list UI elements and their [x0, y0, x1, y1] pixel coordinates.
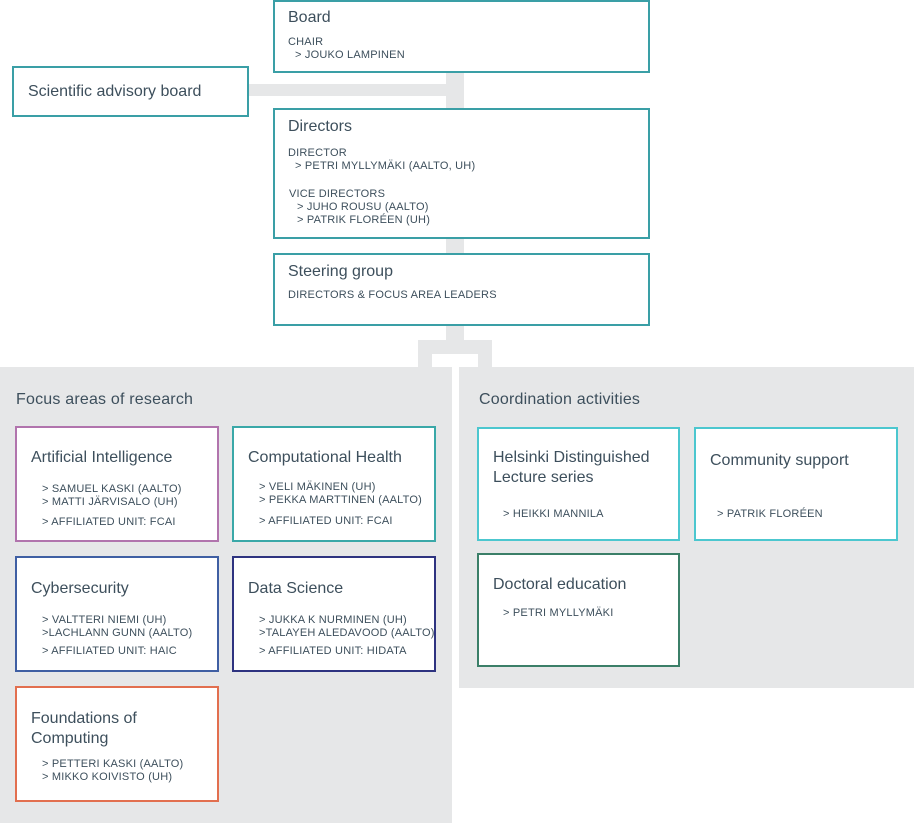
doctoral-person: > PETRI MYLLYMÄKI [503, 607, 614, 619]
board-title: Board [288, 9, 331, 26]
datasci-people-2: >TALAYEH ALEDAVOOD (AALTO) [259, 627, 435, 639]
directors-director-label: DIRECTOR [288, 147, 347, 159]
steering-box: Steering group DIRECTORS & FOCUS AREA LE… [273, 253, 650, 326]
community-title: Community support [710, 452, 849, 469]
directors-vice-1: > JUHO ROUSU (AALTO) [297, 201, 429, 213]
community-box: Community support > PATRIK FLORÉEN [694, 427, 898, 541]
foundations-people-1: > PETTERI KASKI (AALTO) [42, 758, 184, 770]
foundations-box: Foundations of Computing > PETTERI KASKI… [15, 686, 219, 802]
cyber-people-2: >LACHLANN GUNN (AALTO) [42, 627, 193, 639]
datasci-box: Data Science > JUKKA K NURMINEN (UH) >TA… [232, 556, 436, 672]
health-title: Computational Health [248, 449, 402, 466]
lecture-box: Helsinki Distinguished Lecture series > … [477, 427, 680, 541]
connector-advisory [248, 84, 448, 96]
ai-unit: > AFFILIATED UNIT: FCAI [42, 516, 176, 528]
datasci-people-1: > JUKKA K NURMINEN (UH) [259, 614, 407, 626]
advisory-box: Scientific advisory board [12, 66, 249, 117]
steering-members: DIRECTORS & FOCUS AREA LEADERS [288, 289, 497, 301]
datasci-unit: > AFFILIATED UNIT: HIDATA [259, 645, 407, 657]
cyber-people-1: > VALTTERI NIEMI (UH) [42, 614, 167, 626]
doctoral-box: Doctoral education > PETRI MYLLYMÄKI [477, 553, 680, 667]
lecture-person: > HEIKKI MANNILA [503, 508, 604, 520]
board-chair-label: CHAIR [288, 36, 324, 48]
ai-box: Artificial Intelligence > SAMUEL KASKI (… [15, 426, 219, 542]
health-people-2: > PEKKA MARTTINEN (AALTO) [259, 494, 423, 506]
lecture-title-2: Lecture series [493, 469, 594, 486]
doctoral-title: Doctoral education [493, 576, 627, 593]
directors-vice-2: > PATRIK FLORÉEN (UH) [297, 214, 431, 226]
health-unit: > AFFILIATED UNIT: FCAI [259, 515, 393, 527]
health-box: Computational Health > VELI MÄKINEN (UH)… [232, 426, 436, 542]
cyber-title: Cybersecurity [31, 580, 129, 597]
connector-split-left [418, 340, 432, 370]
board-box: Board CHAIR > JOUKO LAMPINEN [273, 0, 650, 73]
connector-split-horizontal [418, 340, 492, 354]
directors-vice-label: VICE DIRECTORS [289, 188, 386, 200]
directors-title: Directors [288, 118, 353, 135]
community-person: > PATRIK FLORÉEN [717, 508, 823, 520]
foundations-title-2: Computing [31, 730, 109, 747]
lecture-title-1: Helsinki Distinguished [493, 449, 650, 466]
connector-steering-split [446, 325, 464, 341]
connector-directors-steering [446, 238, 464, 254]
connector-split-right [478, 340, 492, 370]
ai-title: Artificial Intelligence [31, 449, 173, 466]
board-chair-name: > JOUKO LAMPINEN [295, 49, 405, 61]
connector-board-directors [446, 72, 464, 110]
health-people-1: > VELI MÄKINEN (UH) [259, 481, 376, 493]
directors-box: Directors DIRECTOR > PETRI MYLLYMÄKI (AA… [273, 108, 650, 239]
steering-title: Steering group [288, 263, 393, 280]
cyber-box: Cybersecurity > VALTTERI NIEMI (UH) >LAC… [15, 556, 219, 672]
cyber-unit: > AFFILIATED UNIT: HAIC [42, 645, 177, 657]
foundations-title-1: Foundations of [31, 710, 137, 727]
ai-people-1: > SAMUEL KASKI (AALTO) [42, 483, 182, 495]
focus-areas-title: Focus areas of research [16, 391, 194, 408]
advisory-title: Scientific advisory board [28, 83, 202, 100]
datasci-title: Data Science [248, 580, 344, 597]
directors-director-name: > PETRI MYLLYMÄKI (AALTO, UH) [295, 160, 476, 172]
foundations-people-2: > MIKKO KOIVISTO (UH) [42, 771, 173, 783]
coordination-title: Coordination activities [479, 391, 641, 408]
ai-people-2: > MATTI JÄRVISALO (UH) [42, 496, 178, 508]
